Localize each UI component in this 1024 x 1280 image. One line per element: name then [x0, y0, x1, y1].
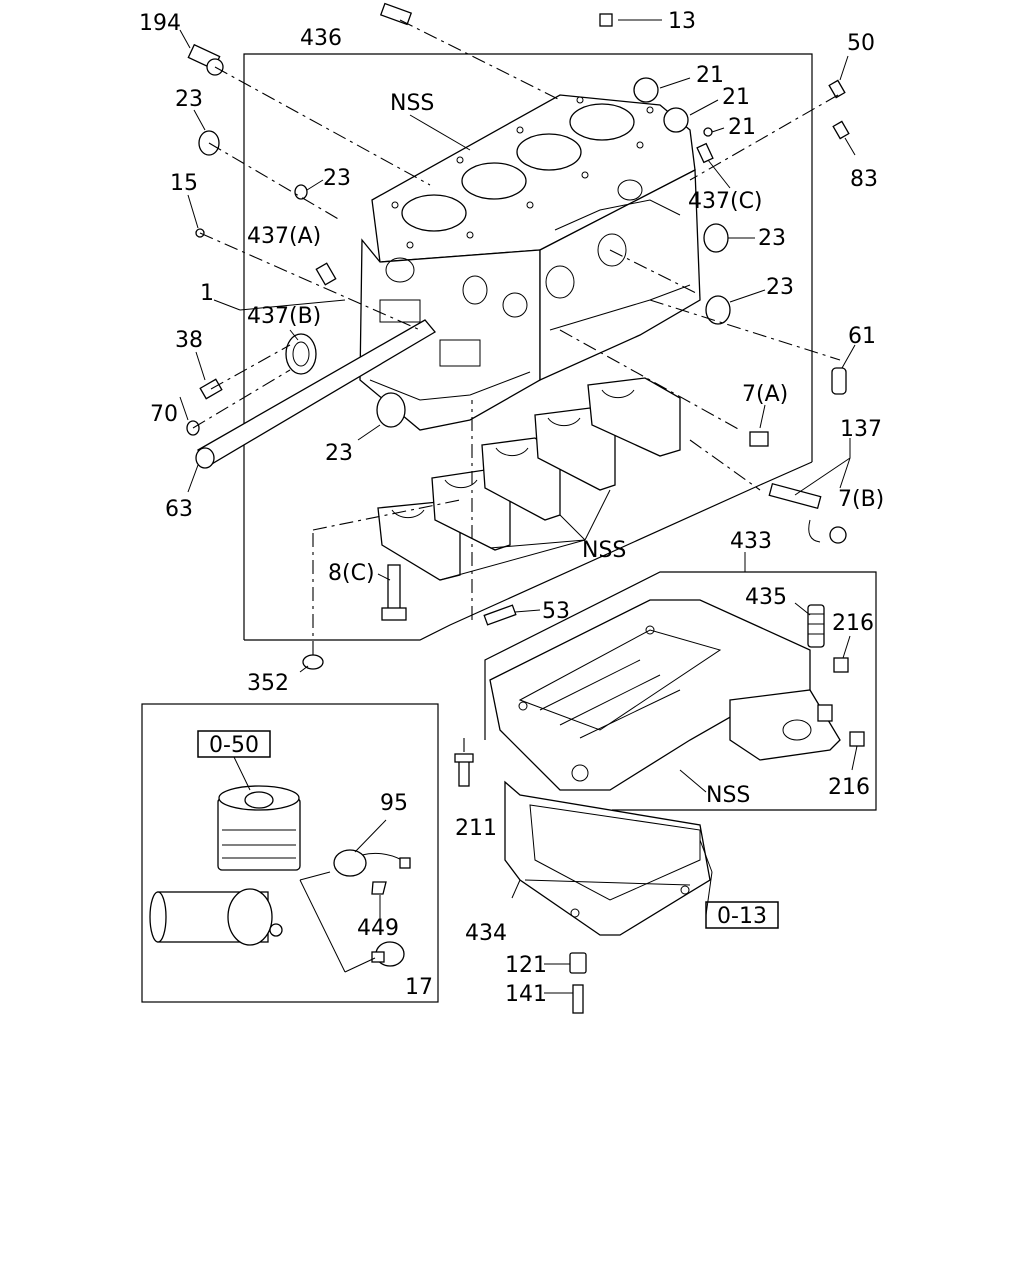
ref-box-0-50: 0-50 — [197, 730, 271, 791]
label-23-a: 23 — [175, 87, 203, 112]
label-435: 435 — [745, 585, 787, 610]
label-434: 434 — [465, 921, 507, 946]
label-437b: 437(B) — [247, 304, 321, 329]
label-63: 63 — [165, 497, 193, 522]
label-50: 50 — [847, 31, 875, 56]
block-frame — [243, 53, 813, 641]
label-23-d: 23 — [766, 275, 794, 300]
label-194: 194 — [139, 11, 181, 36]
label-23-b: 23 — [323, 166, 351, 191]
label-21-b: 21 — [722, 85, 750, 110]
label-13: 13 — [668, 9, 696, 34]
cylinder-block — [359, 94, 701, 431]
main-bearing-caps — [377, 377, 681, 581]
label-437a: 437(A) — [247, 224, 321, 249]
ref-label-0-50: 0-50 — [209, 733, 259, 758]
label-nss-pan: NSS — [706, 783, 750, 808]
label-95: 95 — [380, 791, 408, 816]
label-137: 137 — [840, 417, 882, 442]
label-61: 61 — [848, 324, 876, 349]
label-nss-bearing: NSS — [582, 538, 626, 563]
label-216-b: 216 — [828, 775, 870, 800]
part-labels: 194 436 13 50 23 21 21 21 NSS 15 23 437(… — [139, 9, 884, 1007]
label-121: 121 — [505, 953, 547, 978]
oil-filter-inset — [141, 703, 439, 1003]
oil-pan — [454, 599, 865, 791]
label-leader-lines — [179, 19, 858, 994]
label-83: 83 — [850, 167, 878, 192]
label-38: 38 — [175, 328, 203, 353]
label-70: 70 — [150, 402, 178, 427]
label-15: 15 — [170, 171, 198, 196]
label-211: 211 — [455, 816, 497, 841]
ref-label-0-13: 0-13 — [717, 904, 767, 929]
oil-gallery-tube — [195, 319, 436, 469]
oil-pan-baffle — [504, 780, 711, 1014]
label-23-e: 23 — [325, 441, 353, 466]
label-8c: 8(C) — [328, 561, 375, 586]
small-parts — [186, 2, 850, 670]
label-7b: 7(B) — [838, 487, 884, 512]
label-21-a: 21 — [696, 63, 724, 88]
label-437c: 437(C) — [688, 189, 763, 214]
label-433: 433 — [730, 529, 772, 554]
label-436: 436 — [300, 26, 342, 51]
label-141: 141 — [505, 982, 547, 1007]
ref-box-0-13: 0-13 — [699, 839, 779, 929]
label-1: 1 — [200, 281, 214, 306]
label-449: 449 — [357, 916, 399, 941]
block-leader-lines — [192, 19, 841, 655]
label-352: 352 — [247, 671, 289, 696]
label-17: 17 — [405, 975, 433, 1000]
label-nss-block: NSS — [390, 91, 434, 116]
label-7a: 7(A) — [742, 382, 788, 407]
oil-pan-frame — [484, 571, 877, 811]
label-216-a: 216 — [832, 611, 874, 636]
label-23-c: 23 — [758, 226, 786, 251]
label-53: 53 — [542, 599, 570, 624]
label-21-c: 21 — [728, 115, 756, 140]
